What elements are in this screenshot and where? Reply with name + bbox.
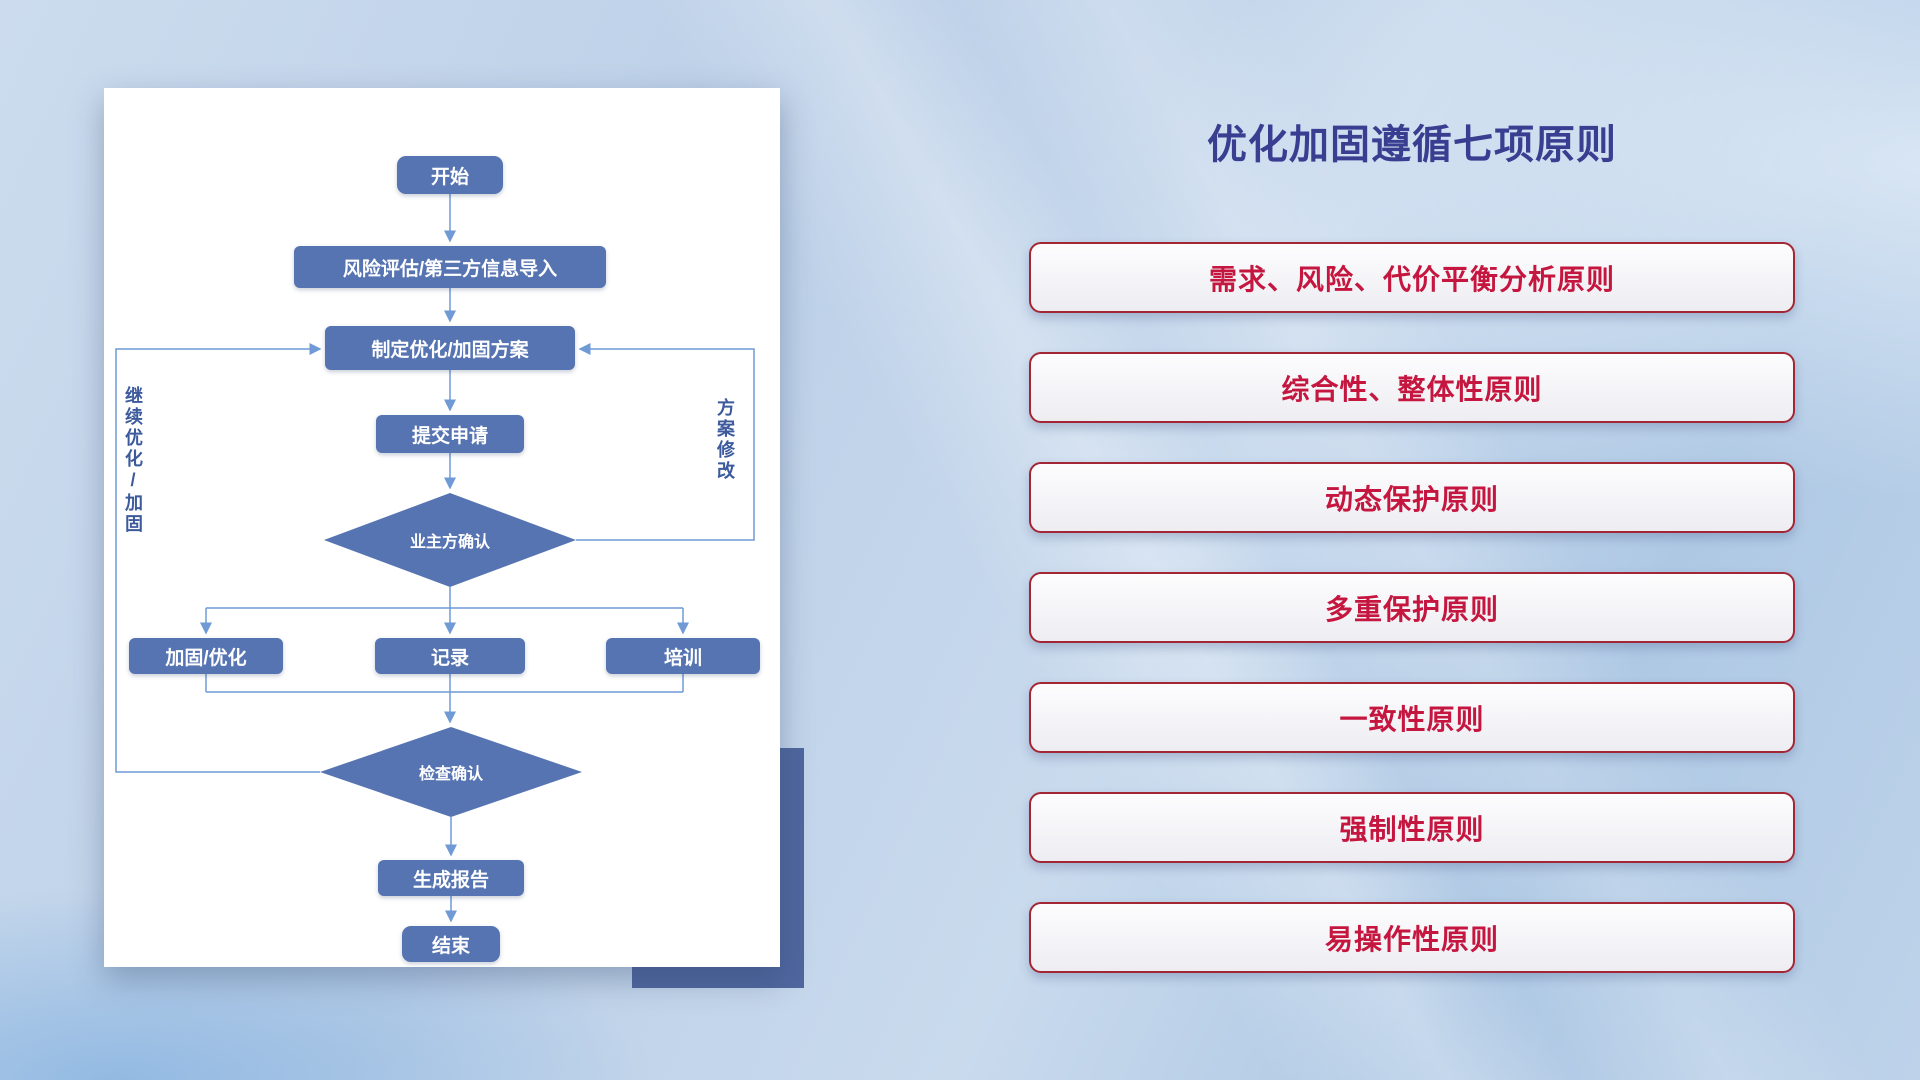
principle-item-5-label: 一致性原则 xyxy=(1339,703,1485,735)
principle-item-3-label: 动态保护原则 xyxy=(1324,483,1499,515)
flow-node-make-plan: 制定优化/加固方案 xyxy=(325,326,575,370)
flow-loop-label-continue-optimize: 继续优化/加固 xyxy=(123,386,143,535)
flowchart-card: 开始 风险评估/第三方信息导入 制定优化/加固方案 提交申请 业主方确认 加固/… xyxy=(104,88,780,967)
principle-item-3: 动态保护原则 xyxy=(1029,462,1795,533)
principle-item-5: 一致性原则 xyxy=(1029,682,1795,753)
principle-item-1-label: 需求、风险、代价平衡分析原则 xyxy=(1208,263,1615,295)
flowchart-connectors xyxy=(115,194,755,923)
principle-item-2-label: 综合性、整体性原则 xyxy=(1281,373,1543,405)
flow-node-report: 生成报告 xyxy=(378,860,524,896)
flow-node-training: 培训 xyxy=(606,638,760,674)
flow-decision-owner-confirm-label: 业主方确认 xyxy=(409,534,490,551)
flow-node-reinforce: 加固/优化 xyxy=(129,638,283,674)
principle-item-4-label: 多重保护原则 xyxy=(1324,593,1499,625)
flow-decision-check-confirm-label: 检查确认 xyxy=(418,766,483,783)
flow-node-end: 结束 xyxy=(402,926,500,962)
flow-loop-label-plan-revision: 方案修改 xyxy=(715,398,735,482)
flow-node-record: 记录 xyxy=(375,638,525,674)
principle-item-6: 强制性原则 xyxy=(1029,792,1795,863)
principle-item-6-label: 强制性原则 xyxy=(1339,813,1485,845)
principles-list: 需求、风险、代价平衡分析原则 综合性、整体性原则 动态保护原则 多重保护原则 一… xyxy=(1029,242,1795,973)
principle-item-7: 易操作性原则 xyxy=(1029,902,1795,973)
principle-item-1: 需求、风险、代价平衡分析原则 xyxy=(1029,242,1795,313)
principle-item-7-label: 易操作性原则 xyxy=(1324,923,1499,955)
flow-node-start: 开始 xyxy=(397,156,503,194)
principle-item-2: 综合性、整体性原则 xyxy=(1029,352,1795,423)
principle-item-4: 多重保护原则 xyxy=(1029,572,1795,643)
flow-node-risk-import: 风险评估/第三方信息导入 xyxy=(294,246,606,288)
flow-node-submit: 提交申请 xyxy=(376,415,524,453)
page-title: 优化加固遵循七项原则 xyxy=(1207,123,1617,167)
